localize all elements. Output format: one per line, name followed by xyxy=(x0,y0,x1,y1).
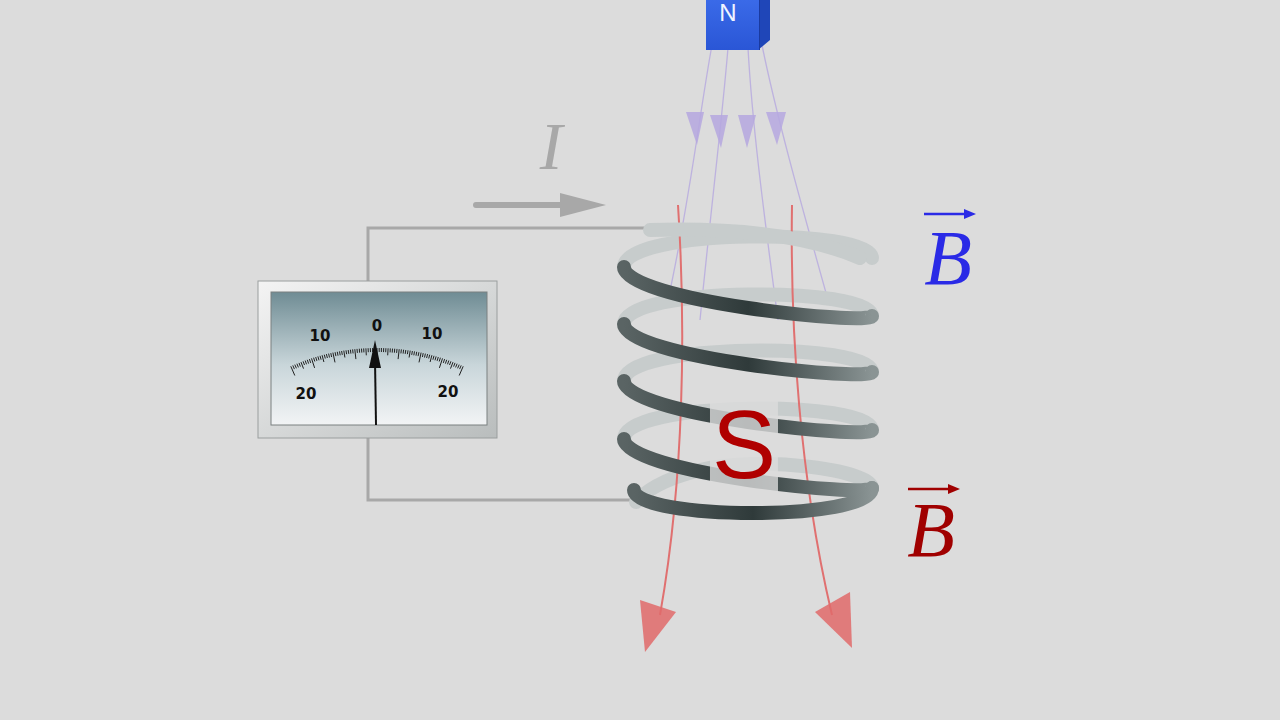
meter-needle xyxy=(369,340,381,425)
scale-number: 20 xyxy=(438,383,459,401)
scale-number: 20 xyxy=(296,385,317,403)
pole-label: N xyxy=(719,0,736,27)
current-arrow xyxy=(476,193,606,217)
scale-number: 10 xyxy=(422,325,443,343)
coil-front xyxy=(624,267,872,513)
meter-housing xyxy=(258,281,497,438)
magnet-field-lines xyxy=(668,45,828,320)
field-label: B xyxy=(924,213,972,303)
field-label: B xyxy=(907,485,955,575)
galvanometer: 10 0 10 20 20 xyxy=(258,281,497,438)
coil-lead xyxy=(650,230,860,258)
coil-back xyxy=(624,237,872,502)
scale-number: 10 xyxy=(310,327,331,345)
current-label: I xyxy=(540,107,563,186)
field-arrowheads xyxy=(686,112,786,148)
meter-dial xyxy=(271,292,487,425)
induced-field-arrowheads xyxy=(640,592,852,652)
scale-number: 0 xyxy=(372,317,382,335)
pole-label: S xyxy=(710,390,778,500)
magnet-block: N xyxy=(706,0,760,50)
